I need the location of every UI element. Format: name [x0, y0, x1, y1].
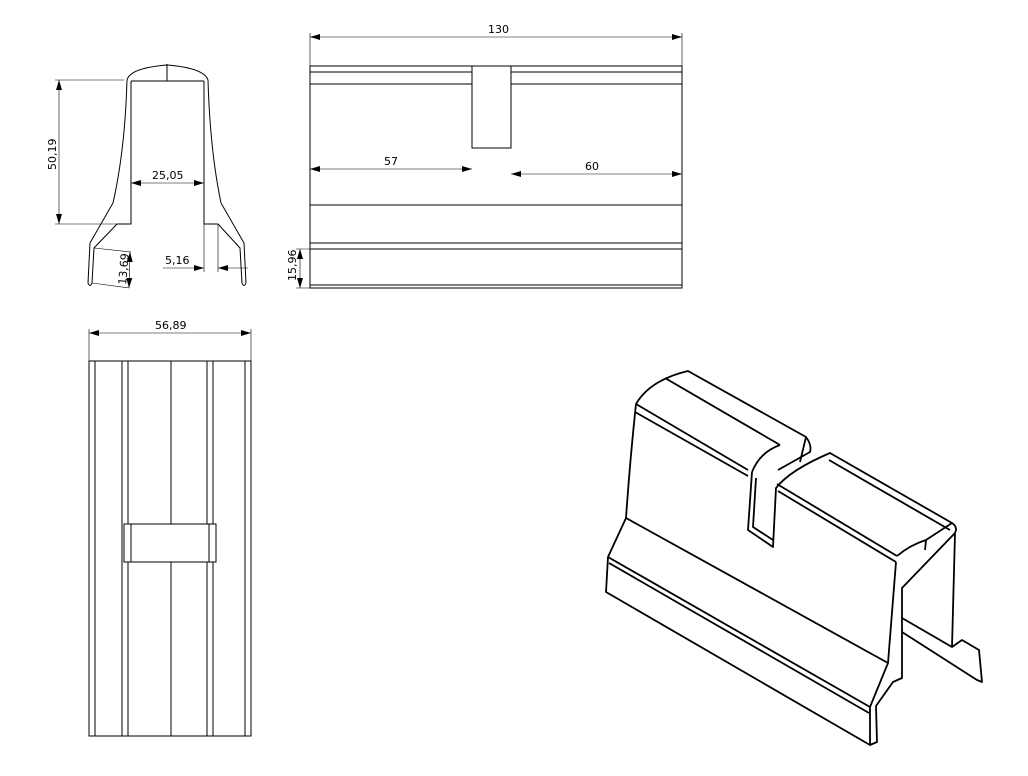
- dim-height: 50,19: [46, 139, 59, 171]
- dim-length: 130: [488, 23, 509, 36]
- front-view: 50,19 25,05 5,16 13,69: [46, 64, 248, 289]
- dim-width: 56,89: [155, 319, 187, 332]
- top-view: 130 57 60 15,96: [286, 23, 683, 289]
- dim-inner-width: 25,05: [152, 169, 184, 182]
- dim-right-segment: 60: [585, 160, 599, 173]
- dim-foot-width: 5,16: [165, 254, 190, 267]
- dim-left-segment: 57: [384, 155, 398, 168]
- isometric-view: [605, 370, 983, 746]
- bottom-view: 56,89: [88, 319, 252, 737]
- dim-foot-height: 13,69: [116, 253, 132, 286]
- dim-lower-band: 15,96: [286, 250, 299, 282]
